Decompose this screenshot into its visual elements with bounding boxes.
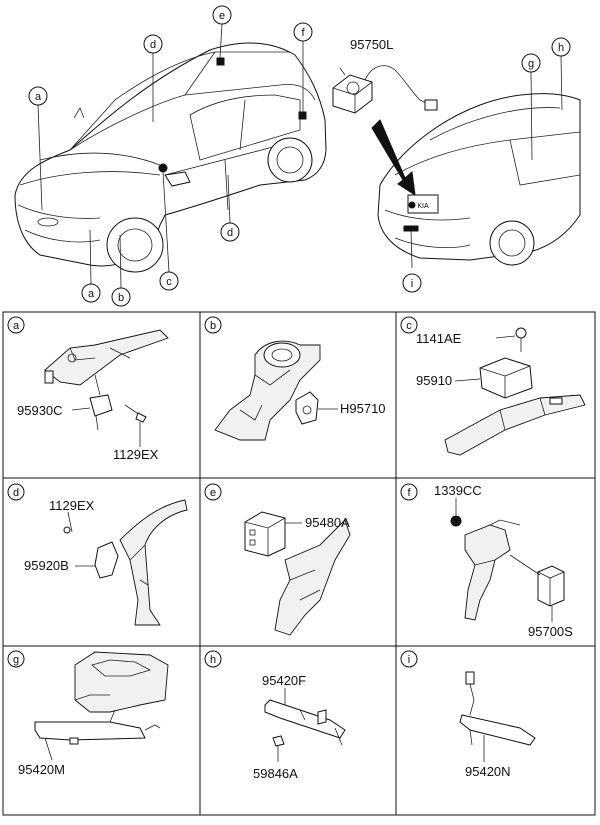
- svg-text:KIA: KIA: [417, 203, 429, 210]
- module-95750l-drawing: [332, 65, 438, 197]
- panel-c-part-2: 95910: [416, 373, 452, 388]
- module-part-number: 95750L: [350, 37, 393, 52]
- overview-callout-g: g: [521, 53, 541, 73]
- overview-callout-a-label: a: [35, 91, 42, 103]
- panel-d-letter-badge: d: [7, 483, 25, 501]
- panel-d-letter: d: [13, 487, 19, 499]
- panel-a-part-1: 95930C: [17, 403, 63, 418]
- panel-e-part-1: 95480A: [305, 515, 350, 530]
- panel-b-letter: b: [210, 320, 216, 332]
- panel-c-part-1: 1141AE: [416, 331, 462, 346]
- overview-callout-d-side: d: [220, 222, 240, 242]
- panel-h-letter-badge: h: [204, 650, 222, 668]
- panel-a-letter-badge: a: [7, 316, 25, 334]
- panel-h-part-2: 59846A: [253, 766, 298, 781]
- panel-g: g 95420M: [7, 650, 169, 777]
- overview-callout-d-top: d: [143, 34, 163, 54]
- panel-h-part-1: 95420F: [262, 673, 306, 688]
- panel-d: d 1129EX 95920B: [7, 483, 188, 626]
- panel-c: c 1141AE 95910: [400, 316, 586, 456]
- overview-callout-f: f: [293, 22, 313, 42]
- panel-e: e 95480A: [204, 483, 351, 636]
- overview-callout-e: e: [212, 5, 232, 25]
- detail-grid: [2, 311, 596, 816]
- overview-callout-b-label: b: [118, 292, 124, 304]
- panel-a: a 95930C 1129EX: [7, 316, 169, 462]
- overview-callout-h-label: h: [558, 42, 564, 54]
- panel-b: b H95710: [204, 316, 386, 441]
- overview-callout-f-label: f: [301, 27, 305, 39]
- overview-callout-b: b: [111, 287, 131, 307]
- overview-callout-g-label: g: [528, 58, 534, 70]
- overview-callout-i-label: i: [411, 278, 413, 290]
- rear-car-drawing: KIA: [377, 55, 581, 269]
- panel-c-letter-badge: c: [400, 316, 418, 334]
- overview-callout-d-side-label: d: [227, 227, 233, 239]
- overview-callout-d-top-label: d: [150, 39, 156, 51]
- panel-i-letter-badge: i: [400, 650, 418, 668]
- overview-callouts: a b c d d e f a g h i: [28, 5, 571, 307]
- panel-a-part-2: 1129EX: [113, 447, 159, 462]
- panel-h-letter: h: [210, 654, 216, 666]
- panel-e-letter: e: [210, 487, 216, 499]
- panel-i: i 95420N: [400, 650, 536, 779]
- panel-d-part-2: 95920B: [24, 558, 69, 573]
- overview-callout-c-label: c: [166, 276, 172, 288]
- panel-f-letter-badge: f: [400, 483, 418, 501]
- overview-callout-e-label: e: [219, 10, 225, 22]
- panel-e-letter-badge: e: [204, 483, 222, 501]
- panel-f-letter: f: [407, 487, 411, 499]
- panel-f-part-2: 95700S: [528, 624, 573, 639]
- panel-b-letter-badge: b: [204, 316, 222, 334]
- overview-callout-a-bottom: a: [81, 283, 101, 303]
- panel-i-letter: i: [408, 654, 410, 666]
- panel-h: h 95420F 59846A: [204, 650, 346, 781]
- overview-callout-h: h: [551, 37, 571, 57]
- panel-c-letter: c: [406, 320, 412, 332]
- overview-callout-a-bottom-label: a: [88, 288, 95, 300]
- panel-g-part-1: 95420M: [18, 762, 65, 777]
- panel-i-part-1: 95420N: [465, 764, 511, 779]
- panel-f: f 1339CC 95700S: [400, 483, 573, 639]
- overview-callout-i: i: [402, 273, 422, 293]
- overview-callout-c: c: [159, 271, 179, 291]
- panel-f-part-1: 1339CC: [434, 483, 482, 498]
- panel-b-part-1: H95710: [340, 401, 386, 416]
- panel-a-letter: a: [13, 320, 20, 332]
- front-car-drawing: [14, 23, 327, 289]
- panel-g-letter: g: [13, 654, 19, 666]
- panel-g-letter-badge: g: [7, 650, 25, 668]
- overview-callout-a: a: [28, 86, 48, 106]
- panel-d-part-1: 1129EX: [49, 498, 95, 513]
